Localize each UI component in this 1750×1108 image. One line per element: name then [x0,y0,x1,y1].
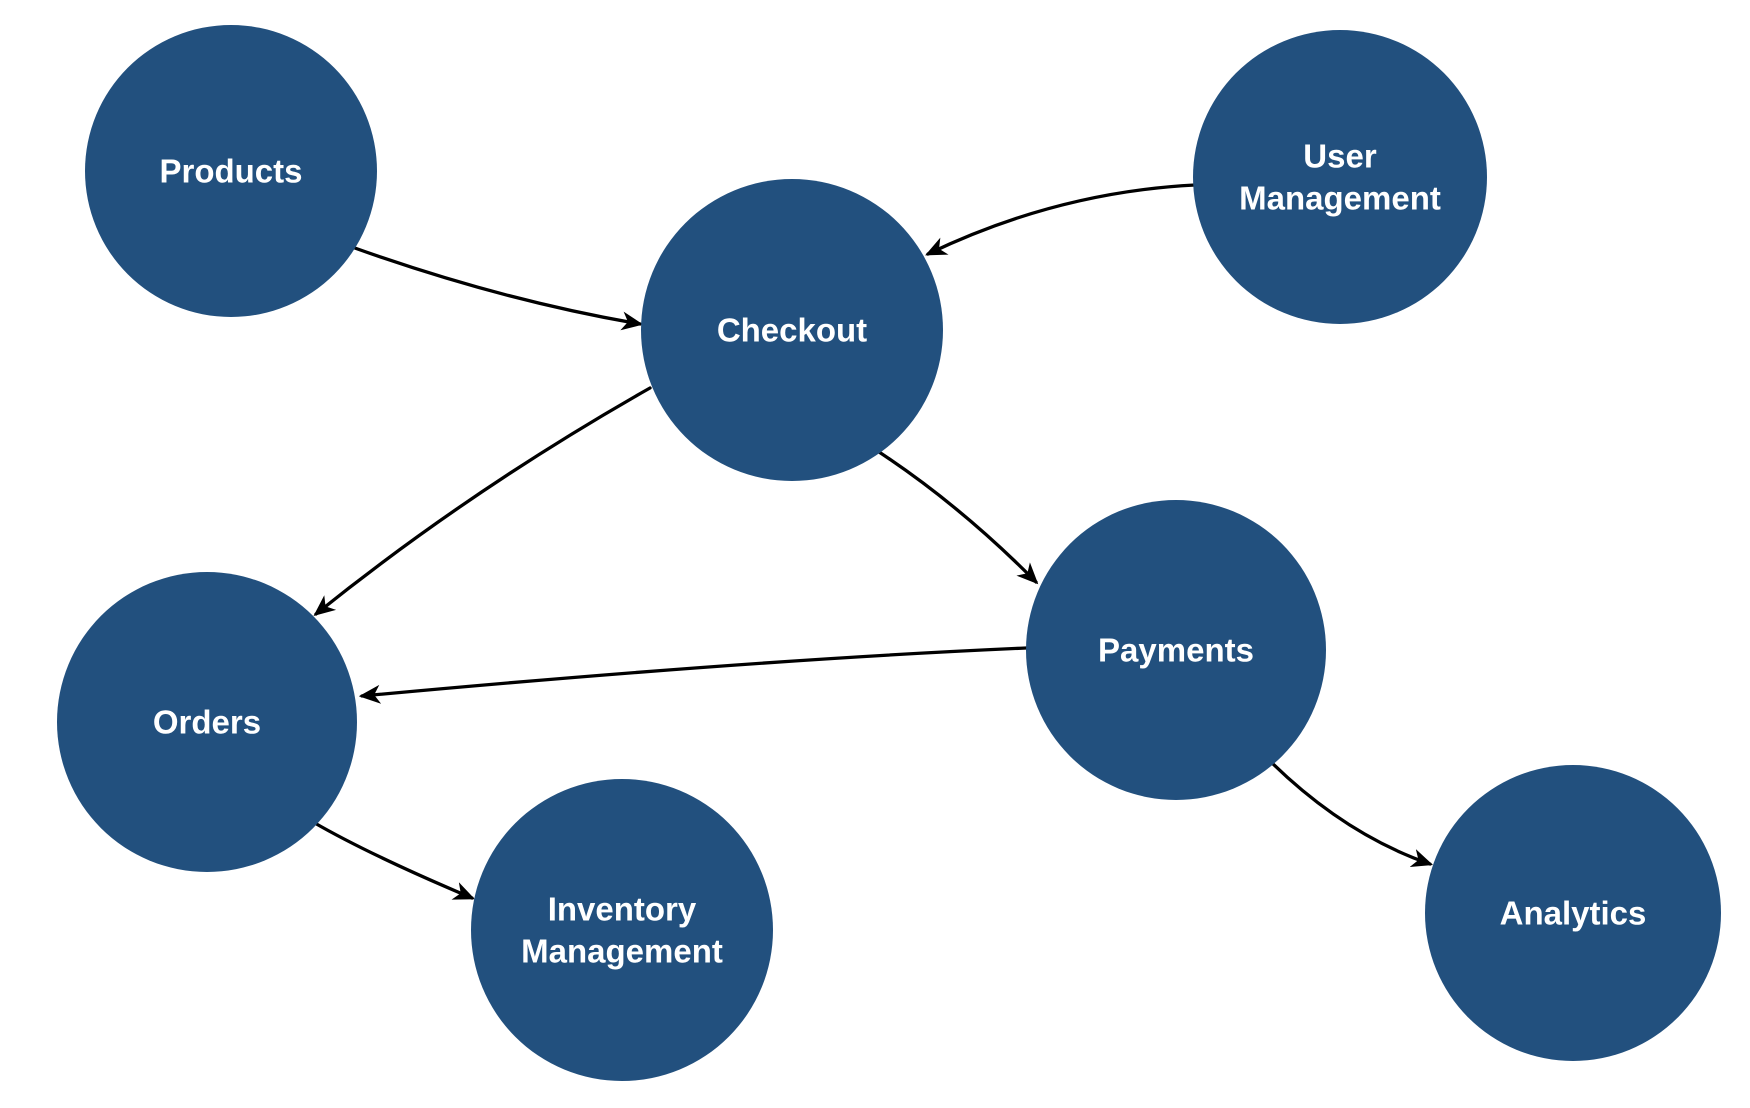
edge-payments-to-orders [358,646,1028,704]
node-user-management-circle [1193,30,1487,324]
edge-checkout-to-payments [874,448,1039,585]
node-analytics-circle [1425,765,1721,1061]
node-orders-label: Orders [153,704,261,741]
node-products-circle [85,25,377,317]
node-checkout-circle [641,179,943,481]
node-orders-circle [57,572,357,872]
node-products: Products [85,25,377,317]
node-analytics-label: Analytics [1500,895,1647,932]
edge-user-management-to-checkout [925,183,1197,256]
node-payments: Payments [1026,500,1326,800]
node-checkout: Checkout [641,179,943,481]
edge-products-to-checkout [350,245,644,331]
node-inventory-management-circle [471,779,773,1081]
node-payments-circle [1026,500,1326,800]
edge-payments-to-analytics [1270,761,1434,867]
node-payments-label: Payments [1098,632,1254,669]
node-orders: Orders [57,572,357,872]
node-checkout-label: Checkout [717,312,867,349]
node-products-label: Products [159,153,302,190]
node-analytics: Analytics [1425,765,1721,1061]
edge-orders-to-inventory-management [311,820,475,900]
edge-checkout-to-orders [313,386,652,617]
